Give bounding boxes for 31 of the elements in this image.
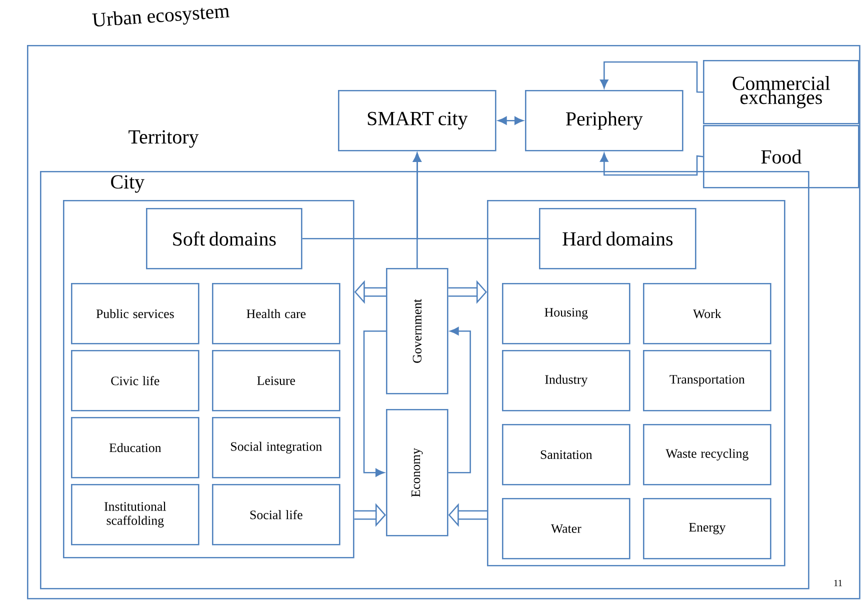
domain-box: Work bbox=[643, 283, 772, 344]
domain-box: Water bbox=[502, 498, 630, 560]
domain-box: Waste recycling bbox=[643, 424, 772, 486]
domain-box: Energy bbox=[643, 498, 772, 560]
arrow bbox=[498, 116, 524, 125]
domain-box: Industry bbox=[502, 350, 630, 412]
domain-box: Commercial exchanges bbox=[703, 60, 860, 124]
domain-box: Leisure bbox=[212, 350, 340, 412]
domain-box: Civic life bbox=[71, 350, 200, 412]
domain-box: Soft domains bbox=[146, 208, 302, 270]
arrow bbox=[448, 327, 471, 474]
domain-box: Education bbox=[71, 417, 200, 478]
sector-box: Government bbox=[386, 268, 448, 394]
domain-box: Periphery bbox=[525, 90, 684, 152]
domain-box: Transportation bbox=[643, 350, 772, 412]
domain-box: Social integration bbox=[212, 417, 340, 478]
domain-box: Food bbox=[703, 125, 860, 188]
domain-box: Hard domains bbox=[539, 208, 696, 270]
domain-box: Institutional scaffolding bbox=[71, 484, 200, 546]
domain-box: Public services bbox=[71, 283, 200, 344]
arrow bbox=[363, 330, 386, 477]
arrow bbox=[413, 152, 422, 268]
domain-box: Health care bbox=[212, 283, 340, 344]
domain-box: Sanitation bbox=[502, 424, 630, 486]
sector-box: Economy bbox=[386, 409, 448, 536]
domain-box: Social life bbox=[212, 484, 340, 546]
domain-box: SMART city bbox=[338, 90, 496, 152]
page-number: 11 bbox=[834, 580, 842, 586]
arrow bbox=[600, 61, 704, 93]
arrow bbox=[600, 152, 704, 176]
domain-box: Housing bbox=[502, 283, 630, 344]
